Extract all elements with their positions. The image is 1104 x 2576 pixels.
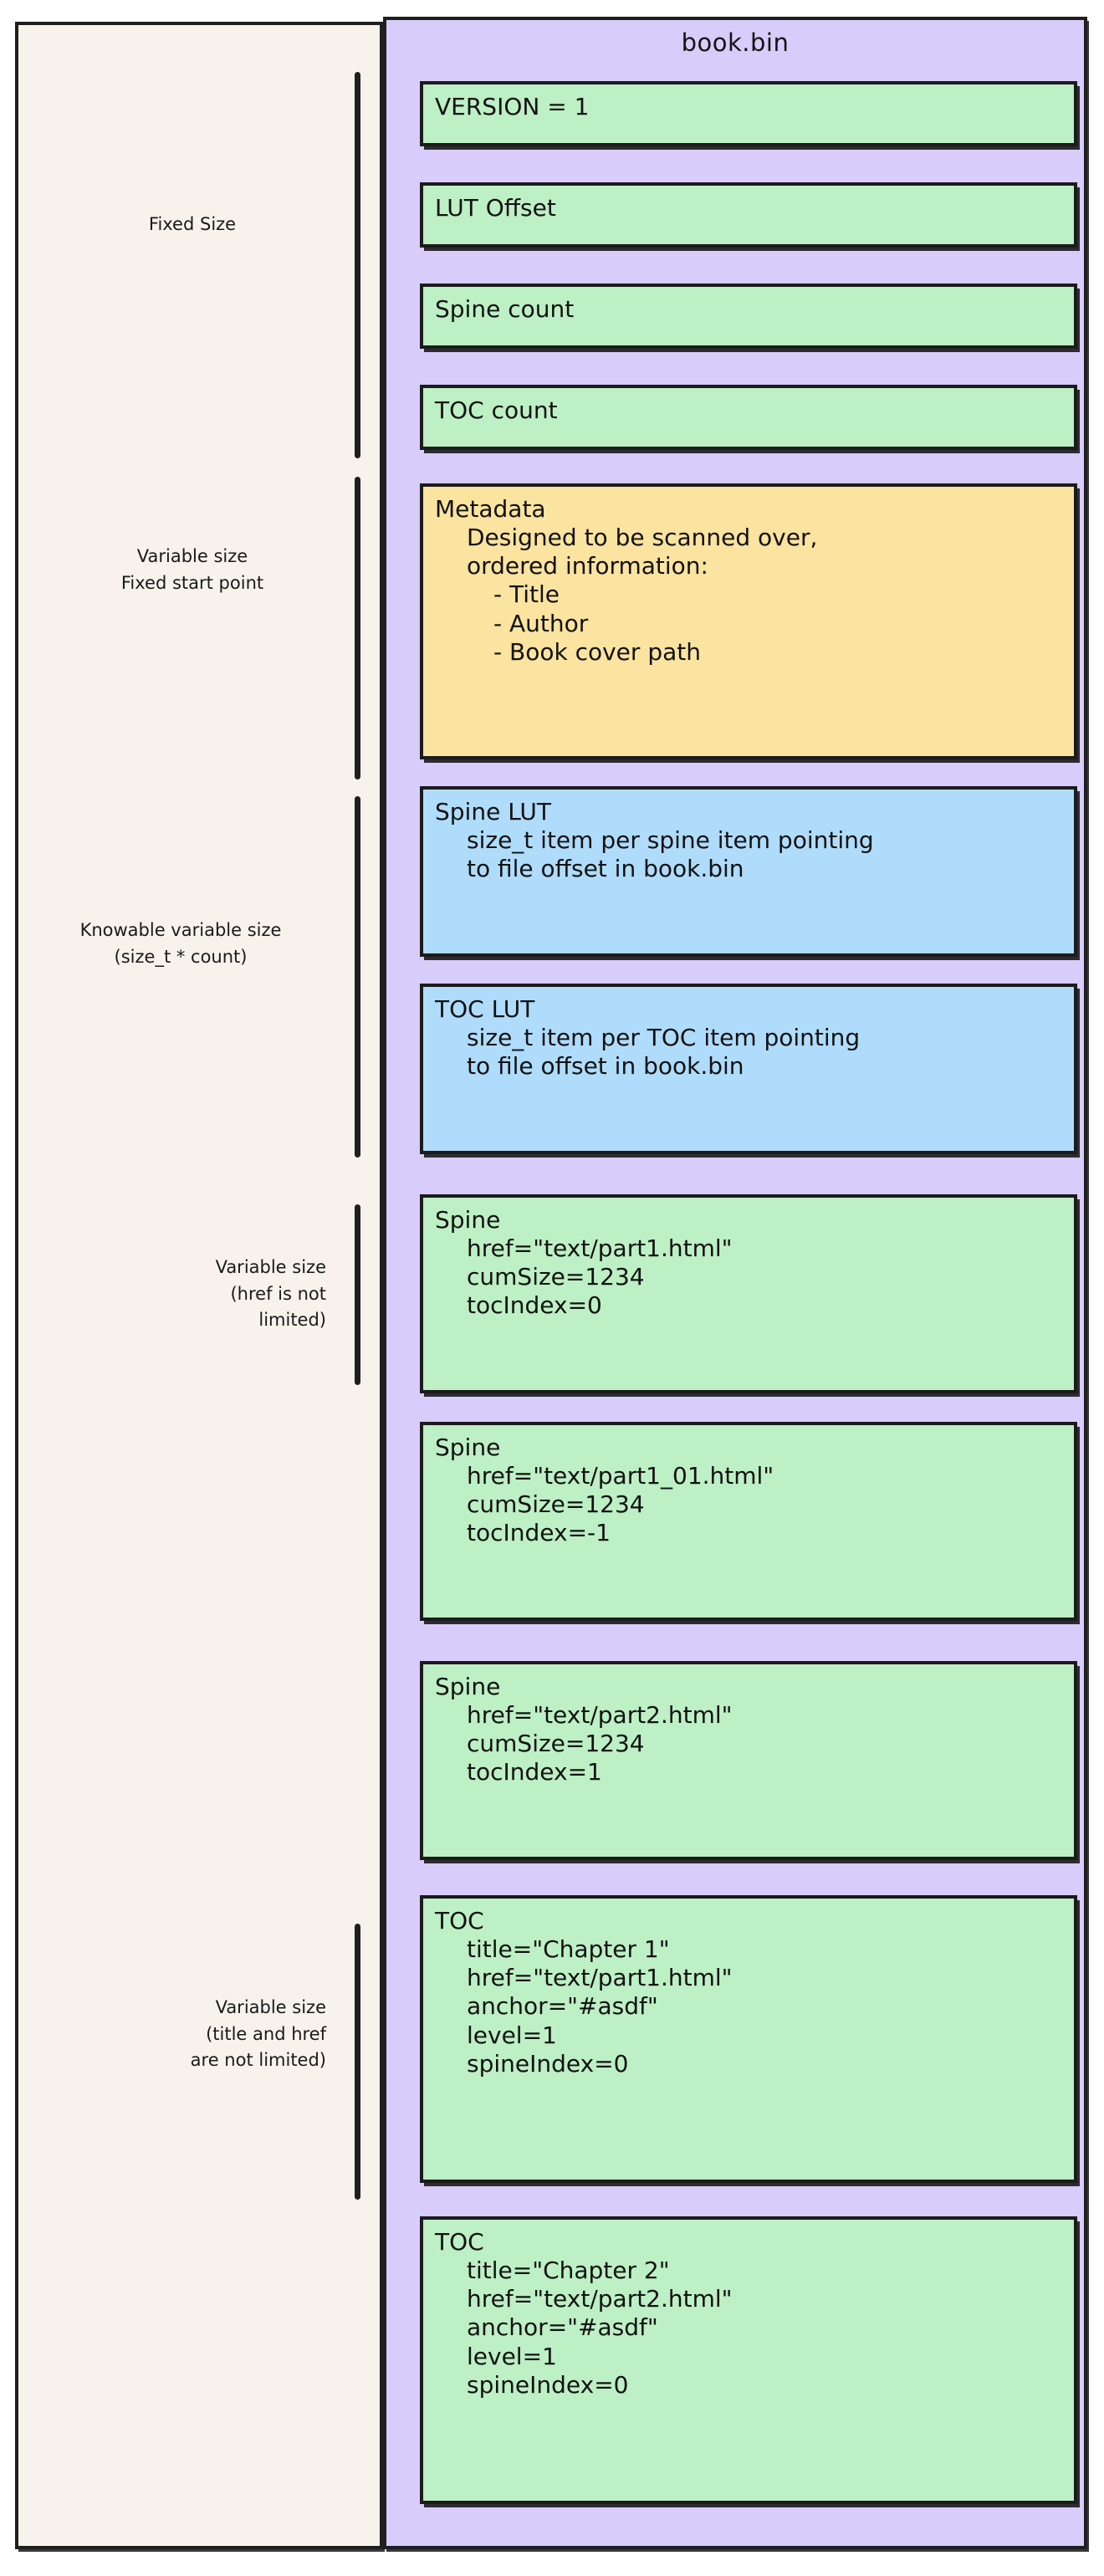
group-label-variable-href: Variable size (href is not limited): [215, 1257, 326, 1330]
group-label-fixed-size: Fixed Size: [148, 214, 237, 234]
block-line: tocIndex=-1: [467, 1519, 611, 1547]
block-line: Spine LUT: [435, 798, 552, 825]
block-line: size_t item per TOC item pointing: [467, 1024, 861, 1052]
block-line: LUT Offset: [435, 194, 556, 222]
block-line: Metadata: [435, 495, 546, 523]
block-line: cumSize=1234: [467, 1490, 645, 1519]
block-line: href="text/part2.html": [467, 2285, 733, 2313]
block-line: href="text/part1_01.html": [467, 1462, 774, 1490]
block-toc-count[interactable]: TOC count: [420, 385, 1077, 450]
block-line: spineIndex=0: [467, 2049, 629, 2078]
block-line: anchor="#asdf": [467, 2313, 658, 2342]
bracket-variable-title-href: [355, 1924, 360, 2200]
block-line: to file offset in book.bin: [467, 855, 744, 883]
block-line: title="Chapter 1": [467, 1935, 670, 1964]
block-line: TOC LUT: [435, 995, 535, 1023]
block-line: title="Chapter 2": [467, 2257, 670, 2285]
block-line: href="text/part2.html": [467, 1701, 733, 1730]
block-line: - Author: [493, 609, 589, 637]
block-line: Spine count: [435, 295, 575, 323]
group-label-variable-title-href: Variable size (title and href are not li…: [190, 1997, 326, 2070]
bracket-fixed-size: [355, 72, 360, 458]
block-line: Designed to be scanned over,: [467, 524, 818, 552]
block-line: to file offset in book.bin: [467, 1052, 744, 1081]
block-lut-offset[interactable]: LUT Offset: [420, 182, 1077, 248]
block-line: cumSize=1234: [467, 1730, 645, 1758]
block-line: href="text/part1.html": [467, 1964, 733, 1992]
block-line: level=1: [467, 2342, 557, 2370]
block-line: cumSize=1234: [467, 1263, 645, 1291]
bracket-variable-fixed-start: [355, 477, 360, 779]
page-title: book.bin: [681, 28, 790, 57]
block-line: href="text/part1.html": [467, 1234, 733, 1263]
block-line: size_t item per spine item pointing: [467, 826, 874, 855]
group-label-variable-fixed-start: Variable size Fixed start point: [120, 546, 264, 593]
block-line: - Book cover path: [493, 637, 701, 666]
bracket-knowable-variable: [355, 796, 360, 1158]
block-line: level=1: [467, 2021, 557, 2049]
group-label-knowable-variable: Knowable variable size (size_t * count): [79, 920, 282, 967]
bracket-variable-href: [355, 1204, 360, 1385]
block-line: tocIndex=0: [467, 1291, 602, 1320]
block-line: tocIndex=1: [467, 1758, 602, 1786]
block-spine-count[interactable]: Spine count: [420, 284, 1077, 349]
block-line: ordered information:: [467, 552, 708, 580]
block-version[interactable]: VERSION = 1: [420, 81, 1077, 146]
block-line: Spine: [435, 1673, 501, 1700]
block-line: TOC: [435, 2228, 484, 2256]
block-line: TOC: [435, 1907, 484, 1935]
block-line: Spine: [435, 1206, 501, 1234]
annotation-sidebar: [15, 22, 383, 2549]
block-line: VERSION = 1: [435, 93, 590, 120]
block-line: spineIndex=0: [467, 2370, 629, 2399]
block-line: Spine: [435, 1434, 501, 1461]
block-line: TOC count: [435, 396, 558, 424]
block-line: anchor="#asdf": [467, 1992, 658, 2021]
block-line: - Title: [493, 580, 560, 609]
